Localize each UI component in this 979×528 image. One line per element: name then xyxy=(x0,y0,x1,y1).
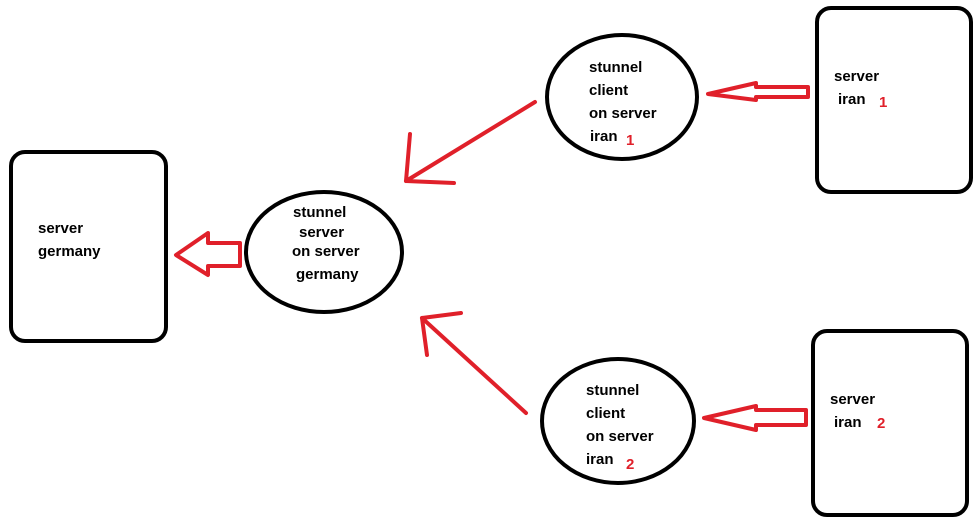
arrow-iran-1-to-client-1 xyxy=(706,81,810,102)
stunnel-client-2-number: 2 xyxy=(626,456,634,473)
arrow-client-2-to-stunnel-server xyxy=(420,311,528,415)
server-iran-2-number: 2 xyxy=(877,415,885,432)
server-iran-1-label-line2: iran xyxy=(838,91,866,108)
server-iran-1-label-line1: server xyxy=(834,68,879,85)
server-germany-label-line2: germany xyxy=(38,243,101,260)
arrow-client-1-shaft xyxy=(404,100,537,183)
arrow-client-2-shaft xyxy=(420,316,528,415)
stunnel-client-1-number: 1 xyxy=(626,132,634,149)
arrow-client-2-head xyxy=(420,311,463,357)
stunnel-client-1-label-line2: client xyxy=(589,82,628,99)
stunnel-server-label-line1: stunnel xyxy=(293,204,346,221)
stunnel-client-1-node: stunnel client on server iran 1 xyxy=(545,33,699,161)
server-iran-1-number: 1 xyxy=(879,94,887,111)
stunnel-client-1-label-line1: stunnel xyxy=(589,59,642,76)
server-iran-2-label-line2: iran xyxy=(834,414,862,431)
stunnel-client-2-label-line2: client xyxy=(586,405,625,422)
server-germany-box xyxy=(9,150,168,343)
stunnel-client-2-node: stunnel client on server iran 2 xyxy=(540,357,696,485)
stunnel-server-ellipse xyxy=(244,190,404,314)
stunnel-server-node: stunnel server on server germany xyxy=(244,190,404,314)
server-germany-node: server germany xyxy=(9,150,168,343)
stunnel-client-1-label-line4: iran xyxy=(590,128,618,145)
server-iran-2-label-line1: server xyxy=(830,391,875,408)
server-iran-1-node: server iran 1 xyxy=(815,6,973,194)
arrow-client-1-to-stunnel-server xyxy=(404,100,537,185)
server-iran-2-node: server iran 2 xyxy=(811,329,969,517)
stunnel-client-2-ellipse xyxy=(540,357,696,485)
stunnel-server-label-line2: server xyxy=(299,224,344,241)
stunnel-client-2-label-line4: iran xyxy=(586,451,614,468)
arrow-iran-2-to-client-2 xyxy=(702,404,808,432)
stunnel-client-1-label-line3: on server xyxy=(589,105,657,122)
stunnel-client-1-ellipse xyxy=(545,33,699,161)
arrow-stunnel-server-to-germany xyxy=(174,231,242,277)
server-iran-1-box xyxy=(815,6,973,194)
server-iran-2-box xyxy=(811,329,969,517)
stunnel-client-2-label-line1: stunnel xyxy=(586,382,639,399)
stunnel-server-label-line4: germany xyxy=(296,266,359,283)
stunnel-client-2-label-line3: on server xyxy=(586,428,654,445)
stunnel-server-label-line3: on server xyxy=(292,243,360,260)
server-germany-label-line1: server xyxy=(38,220,83,237)
arrow-client-1-head xyxy=(404,132,456,185)
